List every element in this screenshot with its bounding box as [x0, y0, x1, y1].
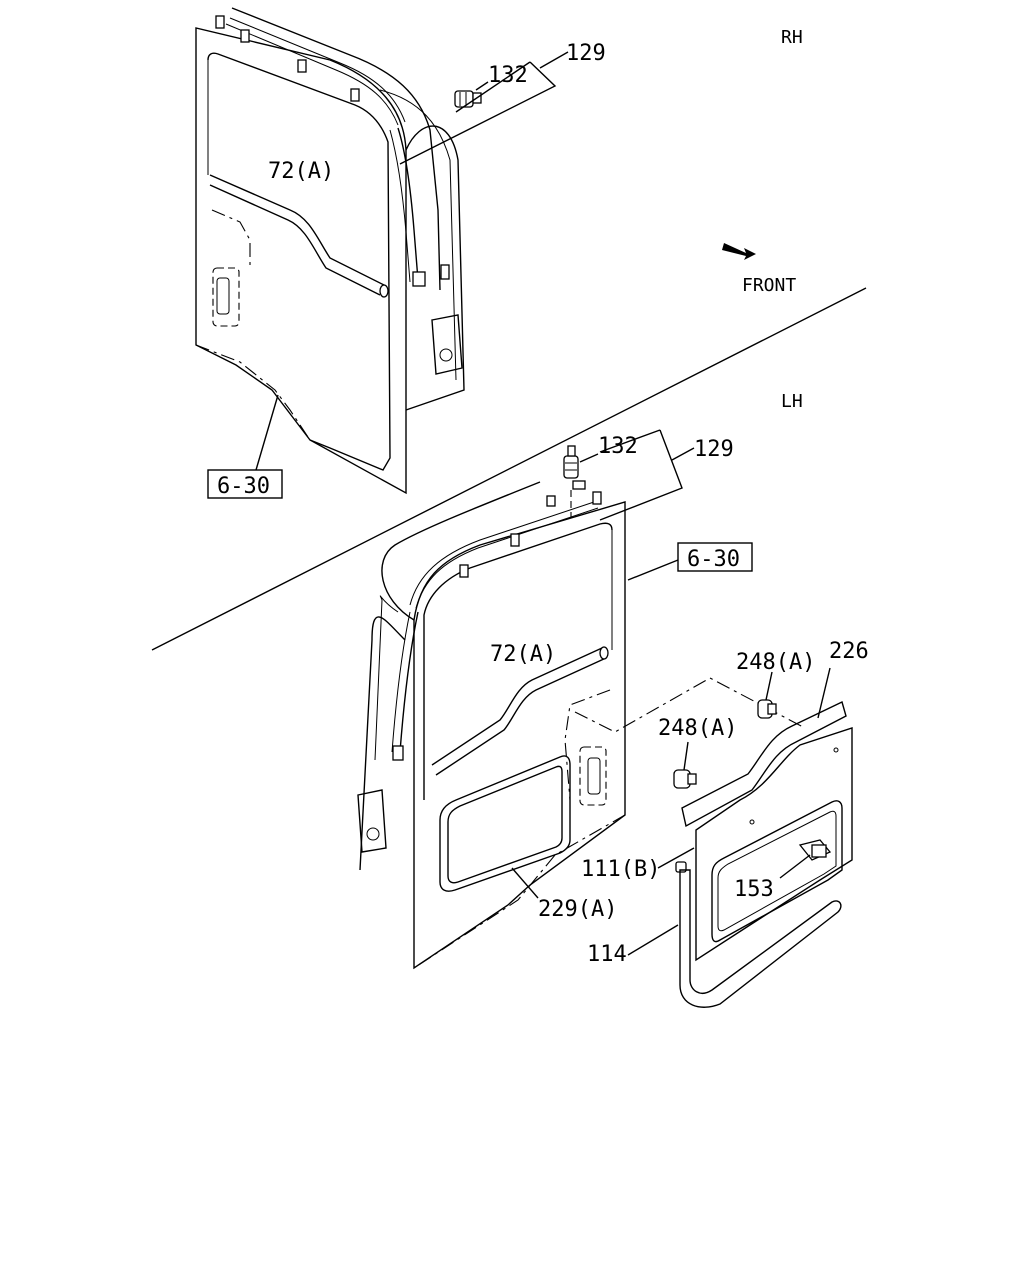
lh-129-bracket [599, 429, 683, 521]
lh-132-leader [579, 453, 599, 463]
lh-ref-630-box [677, 542, 753, 572]
rh-door-rear-edge [405, 125, 465, 411]
lh-part-132-label: 132 [598, 434, 638, 459]
rh-lower-trim-outline [195, 344, 311, 441]
lh-trim-board [695, 727, 853, 962]
rh-handle-recess [212, 267, 240, 327]
lh-153-leader [779, 854, 811, 879]
rh-belt-molding-end [379, 284, 389, 298]
lh-clip-248a-mid-icon [673, 769, 697, 789]
lh-section-label: LH [781, 391, 803, 412]
front-arrow-icon [722, 243, 756, 260]
lh-belt-molding-72a-lower [435, 657, 607, 776]
rh-132-leader [475, 81, 489, 91]
lh-window-seal-229a [439, 755, 571, 892]
lh-door-front-edge [381, 481, 541, 621]
lh-hinge-plate [357, 789, 387, 853]
lh-door-assembly [357, 429, 695, 970]
lh-248a-mid-leader [683, 741, 689, 771]
rh-hinge-plate [431, 314, 463, 375]
lh-strip-226 [681, 701, 847, 828]
lh-weatherstrip-129-inner [391, 611, 411, 753]
rh-rear-clip [440, 264, 450, 280]
lh-ref-630-label: 6-30 [687, 547, 740, 572]
lh-seal-114 [679, 869, 842, 1008]
lh-top-rail [409, 499, 601, 609]
lh-part-111b-label: 111(B) [581, 857, 660, 882]
lh-weatherstrip-129 [399, 611, 419, 753]
rh-630-leader [255, 394, 279, 471]
rh-rail-clips [215, 15, 360, 102]
rh-weatherstrip-end-clip [412, 271, 426, 287]
lh-clip-132-icon [563, 445, 586, 490]
rh-window-opening [207, 52, 391, 471]
lh-129-leader [671, 447, 695, 461]
rh-ref-630-box [207, 469, 283, 499]
lh-trim-window-opening-inner [717, 810, 837, 932]
lh-belt-molding-end [599, 646, 609, 660]
lh-hinge-hole [366, 827, 380, 841]
rh-door-rear-flange [379, 89, 457, 381]
lh-trim-hole-1 [833, 747, 839, 753]
front-label: FRONT [742, 275, 796, 296]
lh-handle-recess [579, 746, 607, 806]
lh-part-114-label: 114 [587, 942, 627, 967]
lh-630-leader [627, 559, 679, 581]
rh-weatherstrip-129 [397, 127, 419, 281]
lh-handle-recess-inner [587, 757, 601, 795]
lh-114-leader [627, 924, 679, 956]
rh-belt-molding-72a [209, 174, 385, 286]
rh-weatherstrip-129-inner [389, 129, 411, 283]
lh-trim-panel-assembly [574, 667, 853, 1008]
lh-trim-window-opening [711, 800, 843, 943]
rh-door-assembly [195, 7, 569, 495]
lh-door-front-flange [359, 616, 406, 871]
lh-229a-leader [511, 867, 539, 899]
lh-rail-clips [459, 491, 602, 578]
rh-part-129-label: 129 [566, 41, 606, 66]
rh-inner-panel-outline [211, 209, 251, 268]
rh-hinge-hole [439, 348, 453, 362]
lh-inner-trim-outline [564, 689, 611, 801]
lh-part-72a-label: 72(A) [490, 642, 556, 667]
lh-111b-leader [657, 847, 695, 869]
lh-window-opening [423, 522, 613, 800]
rh-129-leader [539, 51, 569, 69]
rh-section-label: RH [781, 27, 803, 48]
section-divider-line [151, 287, 867, 651]
lh-belt-molding-72a [431, 647, 603, 766]
lh-weatherstrip-end-clip [392, 745, 404, 761]
lh-part-226-label: 226 [829, 639, 869, 664]
rh-door-inner-edge [231, 7, 441, 291]
rh-part-132-label: 132 [488, 63, 528, 88]
lh-226-leader [817, 667, 831, 719]
lh-part-248a-top-label: 248(A) [736, 650, 815, 675]
lh-part-153-label: 153 [734, 877, 774, 902]
rh-door-outer-panel [195, 27, 407, 495]
lh-switch-153-icon [798, 839, 832, 861]
lh-part-248a-mid-label: 248(A) [658, 716, 737, 741]
lh-part-129-label: 129 [694, 437, 734, 462]
lh-part-229a-label: 229(A) [538, 897, 617, 922]
rh-handle-recess-inner [216, 277, 230, 315]
rh-belt-molding-72a-lower [209, 184, 381, 296]
lh-248a-top-leader [765, 671, 773, 701]
rh-ref-630-label: 6-30 [217, 474, 270, 499]
lh-window-seal-229a-inner [447, 765, 563, 884]
rh-part-72a-label: 72(A) [268, 159, 334, 184]
lh-clip-248a-top-icon [757, 699, 777, 719]
lh-trim-hole-2 [749, 819, 755, 825]
lh-door-front-flange-2 [374, 595, 399, 761]
rh-top-rail [225, 17, 406, 126]
lh-bottom-trim-outline [413, 814, 626, 969]
rh-129-bracket [399, 61, 557, 165]
